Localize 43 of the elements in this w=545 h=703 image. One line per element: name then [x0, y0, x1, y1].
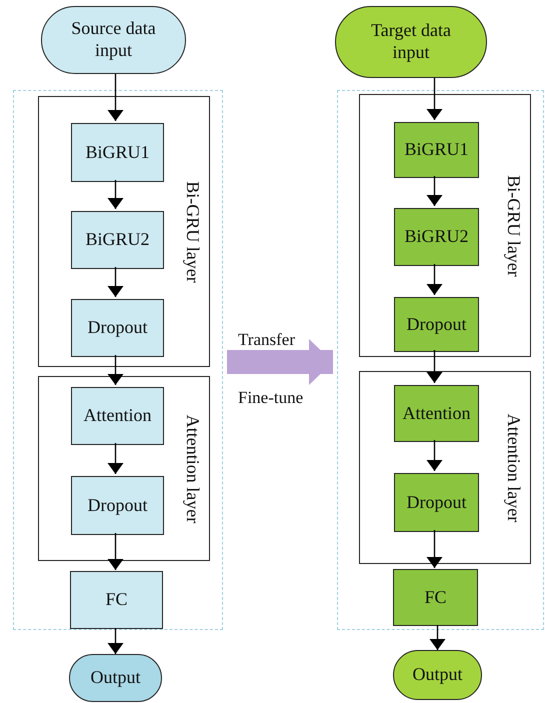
process-box: Attention [71, 387, 164, 445]
transfer-label: Fine-tune [238, 388, 304, 408]
start-terminal: Target data input [335, 6, 487, 78]
arrow [426, 264, 442, 295]
arrow [426, 530, 442, 568]
process-box: Dropout [71, 476, 164, 535]
process-box: BiGRU2 [71, 211, 164, 269]
layer-group-box [359, 94, 531, 357]
arrow [108, 628, 124, 654]
process-box: BiGRU1 [394, 122, 479, 178]
arrow [108, 74, 124, 121]
arrow [108, 267, 124, 297]
arrow [108, 355, 124, 385]
layer-group-box [359, 371, 531, 564]
arrow [108, 533, 124, 570]
process-box: Attention [394, 385, 479, 442]
arrow [108, 443, 124, 474]
layer-label: Attention layer [182, 414, 203, 523]
process-box: FC [70, 571, 163, 629]
arrow [426, 350, 442, 383]
start-terminal: Source data input [41, 6, 186, 74]
dashed-container [337, 90, 544, 630]
end-terminal: Output [393, 650, 482, 700]
arrow [108, 180, 124, 209]
process-box: BiGRU1 [71, 123, 164, 182]
arrow [426, 176, 442, 206]
layer-group-box [38, 96, 210, 367]
process-box: Dropout [394, 473, 479, 532]
end-terminal: Output [69, 654, 162, 702]
transfer-label: Transfer [238, 330, 295, 350]
arrow [426, 78, 442, 120]
layer-group-box [38, 376, 210, 561]
process-box: FC [393, 569, 478, 626]
dashed-container [13, 90, 223, 630]
layer-label: Bi-GRU layer [182, 180, 203, 282]
process-box: Dropout [394, 297, 479, 352]
process-box: Dropout [71, 299, 164, 357]
process-box: BiGRU2 [394, 208, 479, 266]
layer-label: Bi-GRU layer [503, 174, 524, 276]
layer-label: Attention layer [503, 413, 524, 522]
arrow [426, 440, 442, 471]
arrow [430, 625, 446, 650]
transfer-arrow [227, 339, 333, 385]
